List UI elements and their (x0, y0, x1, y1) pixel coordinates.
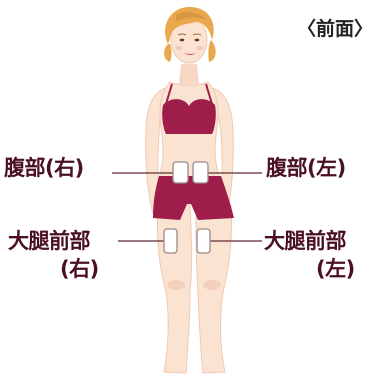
view-label: 〈前面〉 (297, 20, 373, 39)
left-eye (195, 39, 200, 42)
right-cheek (176, 46, 183, 50)
label-thigh-right-side: (右) (60, 259, 99, 280)
right-eye (180, 39, 185, 42)
injection-site-abdomen-left (193, 162, 208, 183)
label-thigh-left: 大腿前部 (264, 231, 346, 252)
left-cheek (197, 46, 204, 50)
label-abdomen-right: 腹部(右) (4, 158, 84, 179)
left-knee (203, 280, 221, 290)
injection-site-thigh-right (164, 229, 177, 253)
hair-left-curl (164, 44, 171, 62)
neck (179, 64, 199, 87)
injection-site-thigh-left (197, 229, 210, 253)
label-abdomen-left: 腹部(左) (266, 158, 346, 179)
label-thigh-right: 大腿前部 (8, 231, 90, 252)
injection-site-abdomen-right (173, 162, 188, 183)
label-thigh-left-side: (左) (316, 259, 355, 280)
hair-right-curl (208, 40, 215, 62)
right-knee (167, 280, 185, 290)
